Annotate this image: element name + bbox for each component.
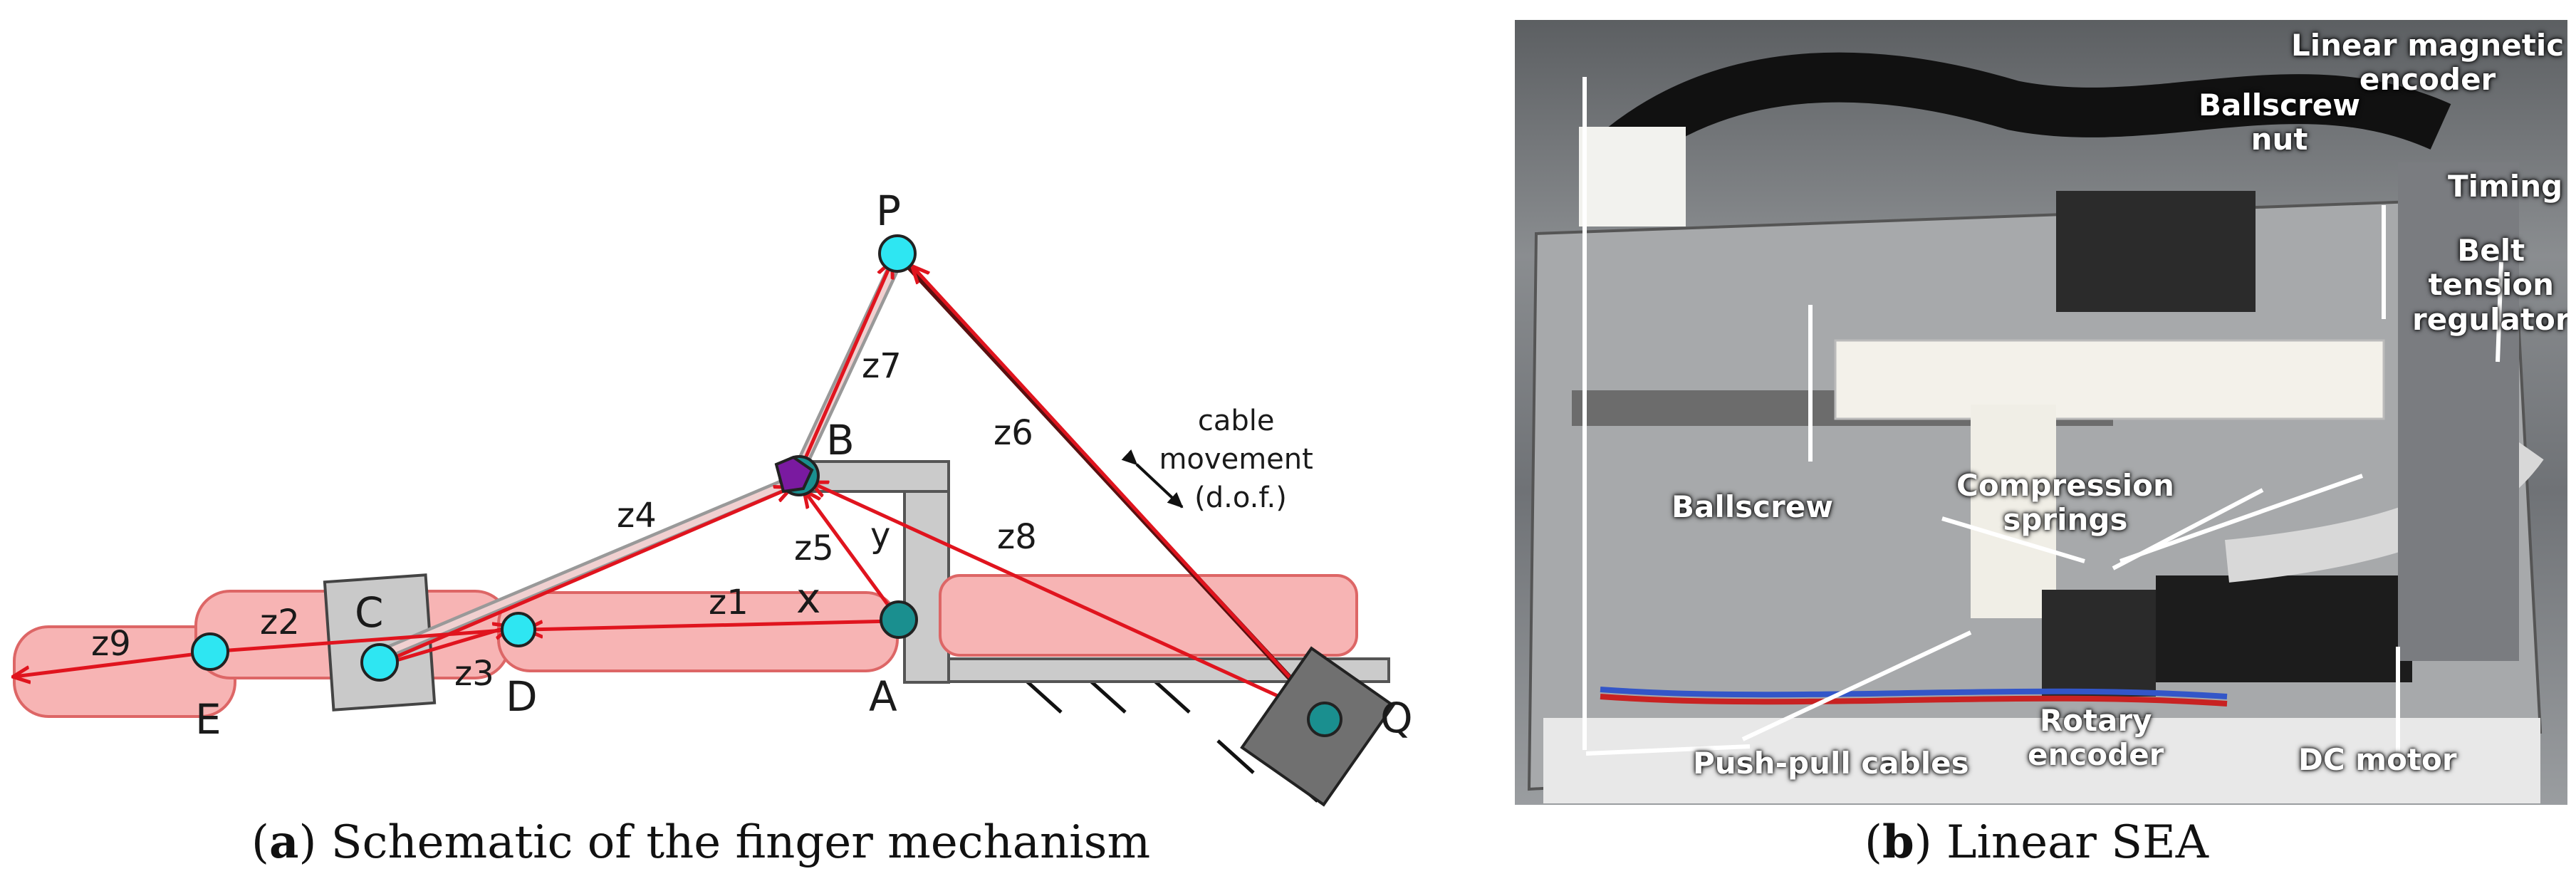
point-label-e: E — [195, 695, 221, 744]
vector-label-z1: z1 — [709, 583, 749, 622]
label-ballscrew: Ballscrew — [1672, 489, 1834, 524]
label-belt-tension-regulator: Belt tension regulator — [2412, 233, 2567, 337]
vector-label-z8: z8 — [997, 517, 1037, 557]
vector-label-z5: z5 — [794, 528, 834, 568]
point-label-b: B — [826, 416, 855, 464]
label-ballscrew-nut: Ballscrew nut — [2199, 88, 2361, 157]
vector-label-z2: z2 — [260, 603, 300, 642]
caption-a: (a) Schematic of the finger mechanism — [251, 816, 1151, 869]
vectors — [14, 262, 1325, 718]
point-label-d: D — [506, 672, 538, 721]
joints — [191, 234, 1342, 737]
label-compression-springs: Compression springs — [1956, 468, 2174, 538]
axis-label-x: x — [796, 574, 820, 622]
vector-label-z3: z3 — [454, 654, 494, 694]
point-label-c: C — [355, 588, 384, 637]
linear-sea-photo: Linear magnetic encoder Ballscrew nut Ti… — [1515, 20, 2567, 805]
cable-movement-arrow — [1121, 449, 1184, 509]
vector-label-z7: z7 — [862, 346, 902, 386]
vector-label-z9: z9 — [91, 624, 131, 664]
label-rotary-encoder: Rotary encoder — [2028, 703, 2164, 773]
label-timing-belt: Timing belt — [2448, 169, 2567, 204]
photo-annotation-arrows — [1582, 77, 2503, 756]
point-label-a: A — [869, 672, 897, 721]
cable-movement-note: cable movement (d.o.f.) — [1159, 405, 1322, 514]
base-frame — [796, 460, 1390, 684]
label-dc-motor: DC motor — [2298, 742, 2457, 777]
photo-illustration — [1527, 52, 2544, 803]
point-label-p: P — [876, 187, 901, 235]
vector-label-z4: z4 — [617, 496, 657, 536]
label-push-pull-cables: Push-pull cables — [1693, 746, 1969, 781]
axis-label-y: y — [870, 516, 890, 556]
finger-mechanism-schematic: P B C D E A Q z1 z2 z3 z4 z5 z6 z7 z8 z9… — [0, 187, 1413, 807]
label-linear-magnetic-encoder: Linear magnetic encoder — [2291, 28, 2565, 98]
caption-b: (b) Linear SEA — [1865, 816, 2209, 869]
vector-label-z6: z6 — [994, 413, 1033, 453]
point-label-q: Q — [1380, 694, 1413, 742]
